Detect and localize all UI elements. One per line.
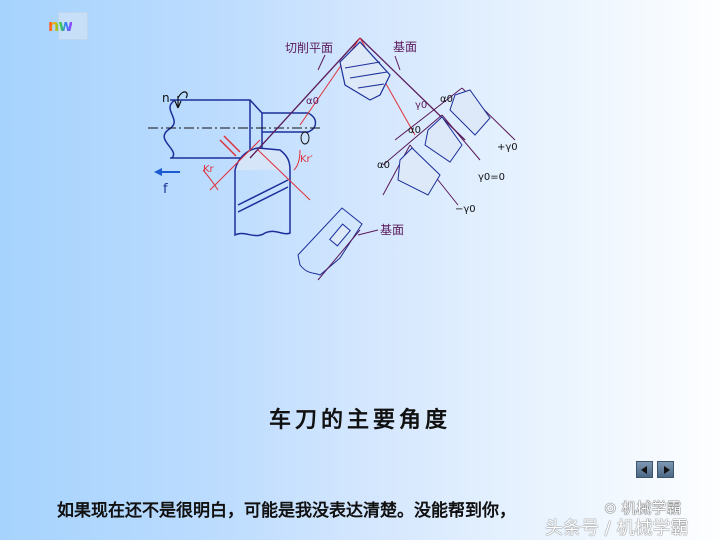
label-base-plane-bottom: 基面	[380, 223, 404, 237]
label-cutting-plane: 切削平面	[285, 41, 333, 55]
base-plane-line	[317, 229, 361, 281]
thread-mark	[300, 131, 310, 145]
base-plane-pointer	[357, 229, 379, 236]
label-plus-gamma0: +γ0	[497, 142, 518, 153]
label-base-plane-top: 基面	[393, 40, 417, 54]
label-gamma0-zero: γ0=0	[478, 172, 505, 183]
angle-lines	[202, 135, 311, 201]
rotation-arrow-icon	[174, 91, 188, 109]
next-arrow-icon	[664, 466, 670, 474]
label-n: n	[162, 91, 170, 105]
workpiece	[163, 99, 317, 159]
label-gamma0-main: γ0	[415, 100, 427, 111]
turning-tool	[234, 147, 291, 237]
label-alpha0-b: α0	[408, 125, 421, 136]
logo-text: nw	[48, 16, 73, 35]
logo: nw	[44, 12, 92, 40]
turning-tool-angle-diagram: n f Kr Kr′ 切削平面 基面 α0 γ0	[148, 37, 518, 281]
slide-title: 车刀的主要角度	[268, 408, 451, 433]
watermark-line1: ⊙ 机械学霸	[604, 499, 682, 517]
label-alpha0-a: α0	[440, 94, 453, 105]
main-section-hatch	[344, 61, 388, 89]
label-kr-prime: Kr′	[300, 154, 314, 165]
section-zero-rake	[382, 114, 481, 166]
logo-box	[58, 12, 88, 40]
label-f: f	[163, 182, 168, 197]
feed-arrow-icon	[154, 168, 180, 176]
caption-text: 如果现在还不是很明白，可能是我没表达清楚。没能帮到你，	[57, 501, 516, 521]
next-slide-button[interactable]	[657, 461, 674, 478]
label-minus-gamma0: −γ0	[455, 204, 476, 215]
previous-slide-button[interactable]	[636, 461, 653, 478]
watermark-line2: 头条号 / 机械学霸	[545, 518, 689, 539]
label-alpha0-c: α0	[377, 160, 390, 171]
label-kr: Kr	[203, 164, 215, 175]
label-alpha0-main: α0	[306, 96, 319, 107]
section-positive-rake	[394, 87, 516, 141]
reference-planes	[249, 37, 466, 159]
section-negative-rake	[382, 144, 459, 206]
previous-arrow-icon	[641, 466, 647, 474]
